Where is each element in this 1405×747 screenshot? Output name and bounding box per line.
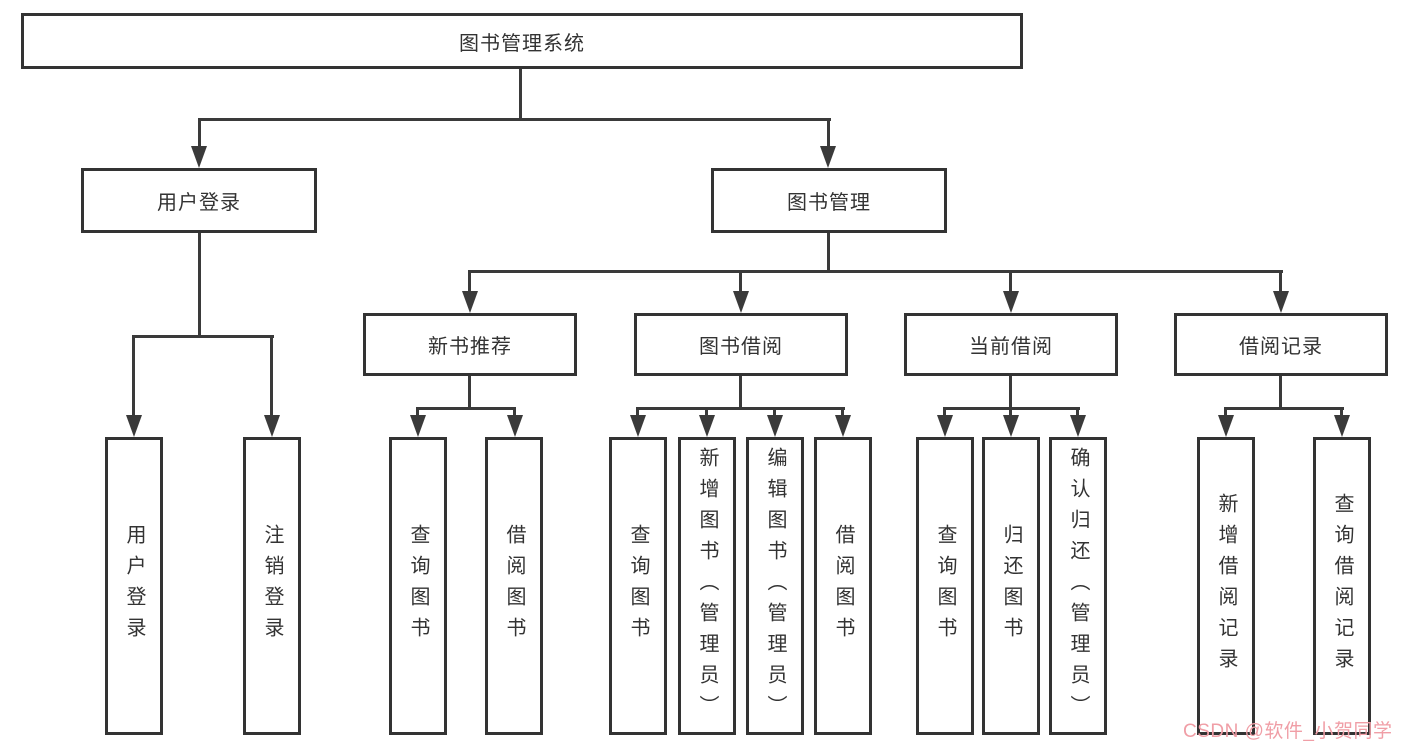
leaf-add-book-admin: 新增图书（管理员） — [678, 437, 736, 735]
node-new-book-recommend: 新书推荐 — [363, 313, 577, 376]
arrowhead-down-icon — [462, 291, 478, 313]
connector-line — [841, 407, 844, 417]
connector-line — [773, 407, 776, 417]
arrowhead-down-icon — [410, 415, 426, 437]
leaf-return-books: 归还图书 — [982, 437, 1040, 735]
connector-line — [636, 407, 845, 410]
leaf-logout: 注销登录 — [243, 437, 301, 735]
leaf-edit-book-admin: 编辑图书（管理员） — [746, 437, 804, 735]
connector-line — [198, 233, 201, 335]
arrowhead-down-icon — [835, 415, 851, 437]
arrowhead-down-icon — [699, 415, 715, 437]
connector-line — [1224, 407, 1227, 417]
connector-line — [468, 376, 471, 409]
connector-line — [416, 407, 419, 417]
leaf-user-login: 用户登录 — [105, 437, 163, 735]
connector-line — [1009, 407, 1012, 417]
connector-line — [132, 335, 274, 338]
connector-line — [513, 407, 516, 417]
connector-line — [1279, 270, 1282, 293]
arrowhead-down-icon — [630, 415, 646, 437]
leaf-borrow-books-borrowing: 借阅图书 — [814, 437, 872, 735]
arrowhead-down-icon — [1334, 415, 1350, 437]
connector-line — [943, 407, 946, 417]
connector-line — [132, 335, 135, 417]
leaf-add-borrow-record: 新增借阅记录 — [1197, 437, 1255, 735]
leaf-query-books-recommend: 查询图书 — [389, 437, 447, 735]
leaf-query-books-borrowing: 查询图书 — [609, 437, 667, 735]
node-user-login: 用户登录 — [81, 168, 317, 233]
connector-line — [198, 118, 201, 149]
arrowhead-down-icon — [507, 415, 523, 437]
connector-line — [827, 118, 830, 149]
arrowhead-down-icon — [1218, 415, 1234, 437]
node-book-management: 图书管理 — [711, 168, 947, 233]
node-book-borrowing: 图书借阅 — [634, 313, 848, 376]
connector-line — [1224, 407, 1344, 410]
arrowhead-down-icon — [1070, 415, 1086, 437]
node-current-borrowing: 当前借阅 — [904, 313, 1118, 376]
connector-line — [468, 270, 1283, 273]
connector-line — [1009, 376, 1012, 409]
connector-line — [1076, 407, 1079, 417]
arrowhead-down-icon — [820, 146, 836, 168]
arrowhead-down-icon — [191, 146, 207, 168]
node-library-system: 图书管理系统 — [21, 13, 1023, 69]
node-borrow-records: 借阅记录 — [1174, 313, 1388, 376]
connector-line — [270, 335, 273, 417]
arrowhead-down-icon — [1273, 291, 1289, 313]
connector-line — [416, 407, 516, 410]
connector-line — [827, 233, 830, 272]
leaf-query-borrow-record: 查询借阅记录 — [1313, 437, 1371, 735]
connector-line — [468, 270, 471, 293]
connector-line — [739, 270, 742, 293]
connector-line — [739, 376, 742, 409]
leaf-borrow-books-recommend: 借阅图书 — [485, 437, 543, 735]
connector-line — [1009, 270, 1012, 293]
connector-line — [705, 407, 708, 417]
connector-line — [636, 407, 639, 417]
connector-line — [1279, 376, 1282, 409]
csdn-watermark: CSDN @软件_小贺同学 — [1183, 721, 1393, 742]
leaf-confirm-return-admin: 确认归还（管理员） — [1049, 437, 1107, 735]
connector-line — [198, 118, 831, 121]
arrowhead-down-icon — [126, 415, 142, 437]
arrowhead-down-icon — [264, 415, 280, 437]
arrowhead-down-icon — [767, 415, 783, 437]
connector-line — [519, 69, 522, 118]
arrowhead-down-icon — [1003, 415, 1019, 437]
arrowhead-down-icon — [937, 415, 953, 437]
arrowhead-down-icon — [1003, 291, 1019, 313]
leaf-query-books-current: 查询图书 — [916, 437, 974, 735]
arrowhead-down-icon — [733, 291, 749, 313]
connector-line — [1340, 407, 1343, 417]
